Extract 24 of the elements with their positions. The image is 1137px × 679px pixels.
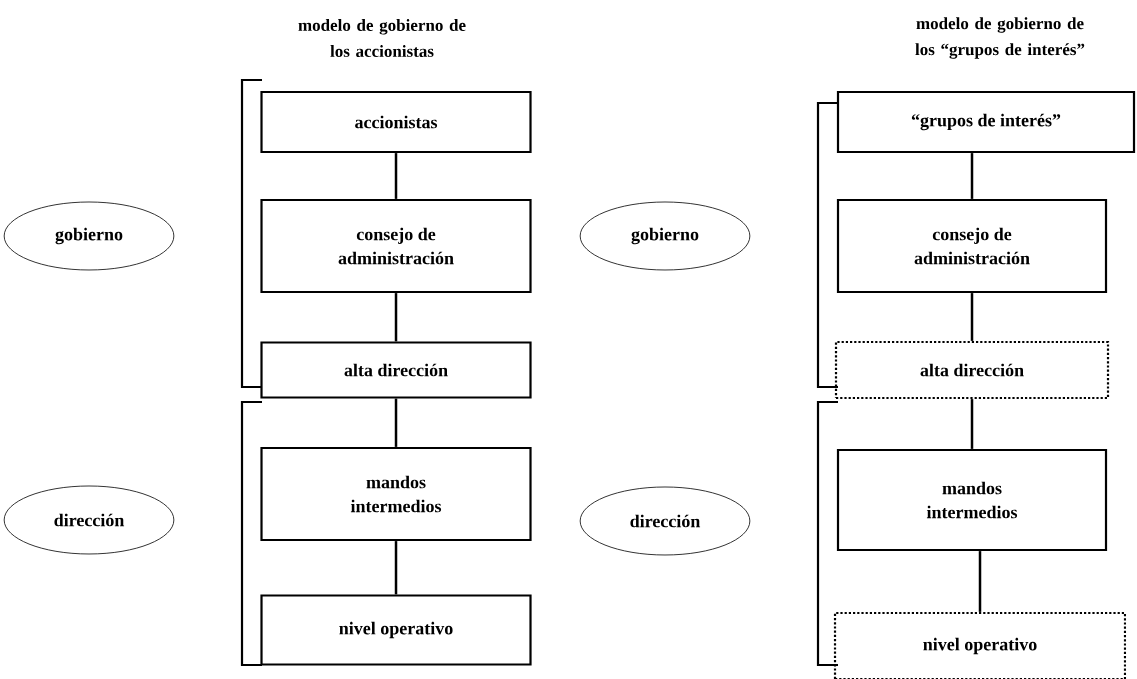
oval-label: dirección <box>579 486 751 556</box>
level-box: mandos intermedios <box>836 448 1108 552</box>
level-box: nivel operativo <box>260 594 532 666</box>
connector-line <box>978 551 982 612</box>
level-box: “grupos de interés” <box>836 90 1136 154</box>
connector-line <box>970 153 974 199</box>
heading: modelo de gobierno de los accionistas <box>298 19 466 57</box>
oval-label: dirección <box>3 485 175 555</box>
connector-line <box>394 541 398 595</box>
connector-line <box>394 153 398 199</box>
dotted-level-box: nivel operativo <box>833 611 1127 679</box>
level-box: consejo de administración <box>260 198 532 294</box>
level-box: accionistas <box>260 90 532 154</box>
level-box: mandos intermedios <box>260 446 532 542</box>
heading: modelo de gobierno de los “grupos de interés” <box>915 17 1085 59</box>
dotted-level-box: alta dirección <box>834 340 1110 400</box>
connector-line <box>970 293 974 341</box>
level-box: alta dirección <box>260 341 532 399</box>
connector-line <box>394 293 398 342</box>
level-box: consejo de administración <box>836 198 1108 294</box>
oval-label: gobierno <box>3 201 175 271</box>
connector-line <box>394 398 398 447</box>
connector-line <box>970 399 974 449</box>
oval-label: gobierno <box>579 201 751 271</box>
